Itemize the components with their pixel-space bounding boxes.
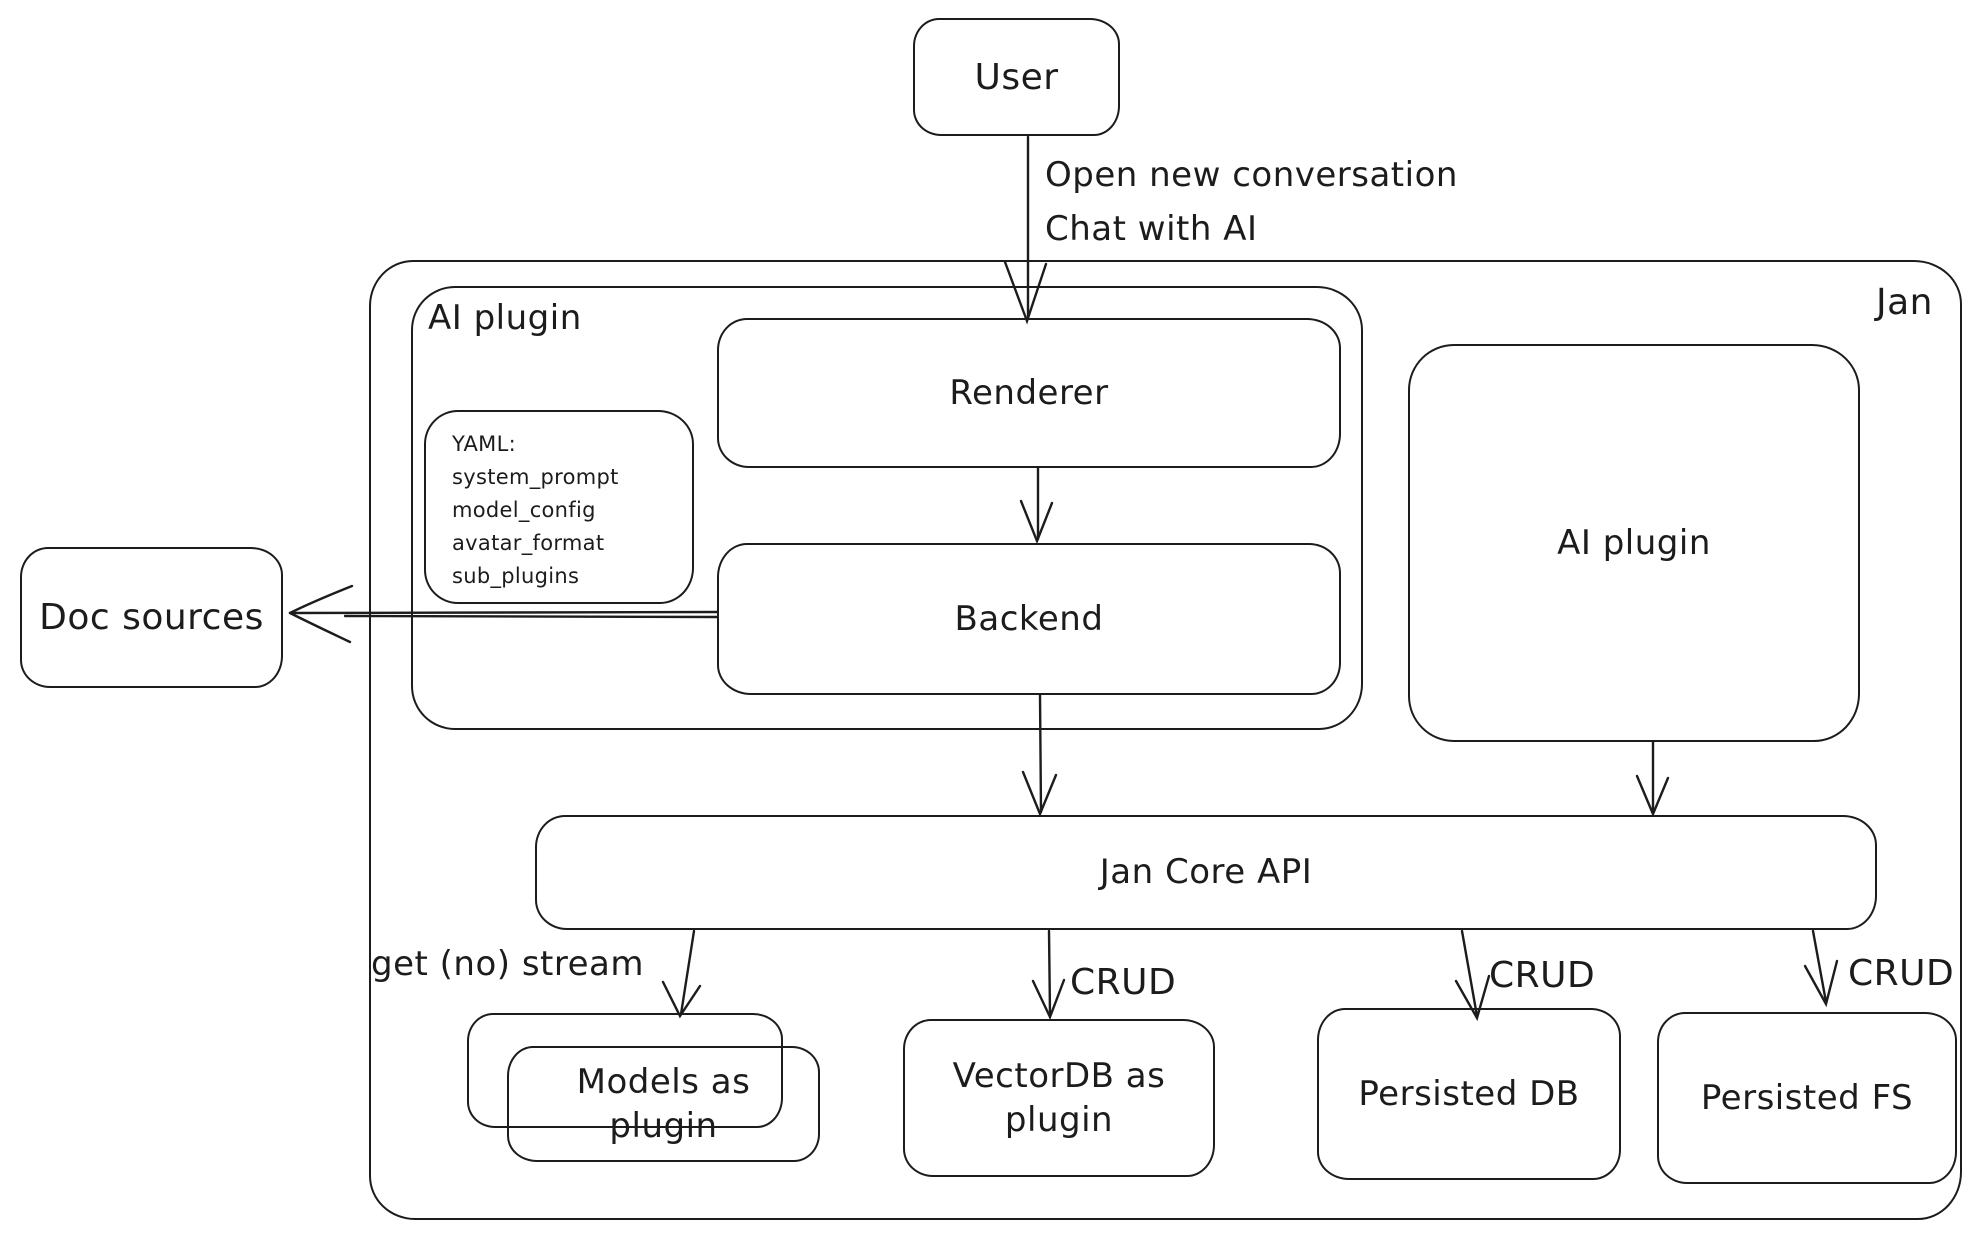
edge-label-crud-persisted-fs: CRUD: [1848, 953, 1955, 994]
ai-plugin-group-container: [411, 286, 1363, 730]
persisted-fs-node: Persisted FS: [1657, 1012, 1957, 1184]
yaml-note-title: YAML:: [452, 432, 516, 456]
edge-label-open-conversation: Open new conversation: [1045, 155, 1458, 195]
yaml-note-line: system_prompt: [452, 465, 619, 489]
vectordb-as-plugin-node: VectorDB as plugin: [903, 1019, 1215, 1177]
persisted-db-node: Persisted DB: [1317, 1008, 1621, 1180]
yaml-note-line: sub_plugins: [452, 564, 580, 588]
edge-label-crud-persisted-db: CRUD: [1489, 955, 1596, 996]
renderer-node: Renderer: [717, 318, 1341, 468]
renderer-node-label: Renderer: [949, 372, 1109, 413]
models-as-plugin-label: Models as plugin: [576, 1061, 751, 1146]
edge-label-crud-vectordb: CRUD: [1070, 962, 1177, 1003]
backend-node-label: Backend: [954, 598, 1104, 639]
edge-label-chat-with-ai: Chat with AI: [1045, 209, 1258, 249]
vectordb-as-plugin-label: VectorDB as plugin: [952, 1055, 1166, 1140]
jan-core-api-node: Jan Core API: [535, 815, 1877, 930]
yaml-note: YAML: system_prompt model_config avatar_…: [424, 410, 694, 604]
models-as-plugin-outer-frame: [467, 1013, 783, 1128]
doc-sources-node-label: Doc sources: [39, 597, 264, 638]
ai-plugin-box-node: AI plugin: [1408, 344, 1860, 742]
user-node-label: User: [974, 56, 1059, 98]
backend-node: Backend: [717, 543, 1341, 695]
models-as-plugin-node: Models as plugin: [507, 1046, 820, 1162]
ai-plugin-box-label: AI plugin: [1557, 522, 1711, 563]
edge-label-get-no-stream: get (no) stream: [371, 944, 644, 984]
jan-core-api-label: Jan Core API: [1099, 852, 1313, 893]
doc-sources-node: Doc sources: [20, 547, 283, 688]
yaml-note-line: avatar_format: [452, 531, 605, 555]
yaml-note-line: model_config: [452, 498, 596, 522]
jan-container: [369, 260, 1962, 1220]
persisted-db-label: Persisted DB: [1358, 1073, 1580, 1114]
user-node: User: [913, 18, 1120, 136]
persisted-fs-label: Persisted FS: [1700, 1077, 1914, 1118]
